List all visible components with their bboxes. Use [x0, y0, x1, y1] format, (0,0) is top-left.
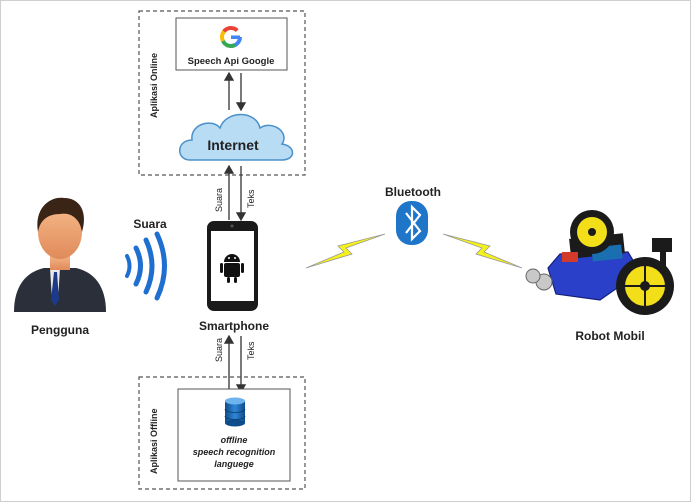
database-icon: [224, 397, 246, 427]
offline-app-group: Aplikasi Offline offline speech recognit…: [138, 376, 306, 490]
person-icon: [14, 197, 106, 312]
offline-db-line2: speech recognition: [193, 447, 276, 457]
offline-db-line1: offline: [221, 435, 248, 445]
user-label: Pengguna: [31, 323, 89, 337]
smartphone-label: Smartphone: [199, 319, 269, 333]
android-icon: [220, 254, 244, 283]
offline-group-border: [138, 376, 306, 490]
internet-label: Internet: [207, 137, 259, 153]
robot-wheel-back: [570, 210, 614, 254]
smartphone-icon: [207, 221, 258, 311]
arrow-lower-left-label: Suara: [214, 338, 224, 362]
lightning-right-icon: [442, 233, 523, 269]
bluetooth-icon: [396, 201, 428, 245]
bluetooth-label: Bluetooth: [385, 185, 441, 199]
robot-car-icon: [525, 210, 674, 315]
arrow-upper-right-label: Teks: [246, 189, 256, 208]
arrow-upper-left-label: Suara: [214, 188, 224, 212]
sound-waves-icon: [125, 231, 167, 301]
google-logo-icon: [220, 26, 242, 48]
online-app-group: Aplikasi Online Speech Api Google Intern…: [138, 10, 306, 176]
voice-label: Suara: [133, 217, 167, 231]
lightning-left-icon: [305, 233, 386, 269]
online-group-label: Aplikasi Online: [149, 53, 159, 118]
offline-db-line3: languege: [214, 459, 254, 469]
offline-group-label: Aplikasi Offline: [149, 408, 159, 474]
google-api-label: Speech Api Google: [188, 56, 275, 67]
robot-wheel-front: [616, 257, 674, 315]
arrow-lower-right-label: Teks: [246, 341, 256, 360]
online-group-border: [138, 10, 306, 176]
cloud-icon: [179, 113, 294, 161]
robot-label: Robot Mobil: [575, 329, 644, 343]
